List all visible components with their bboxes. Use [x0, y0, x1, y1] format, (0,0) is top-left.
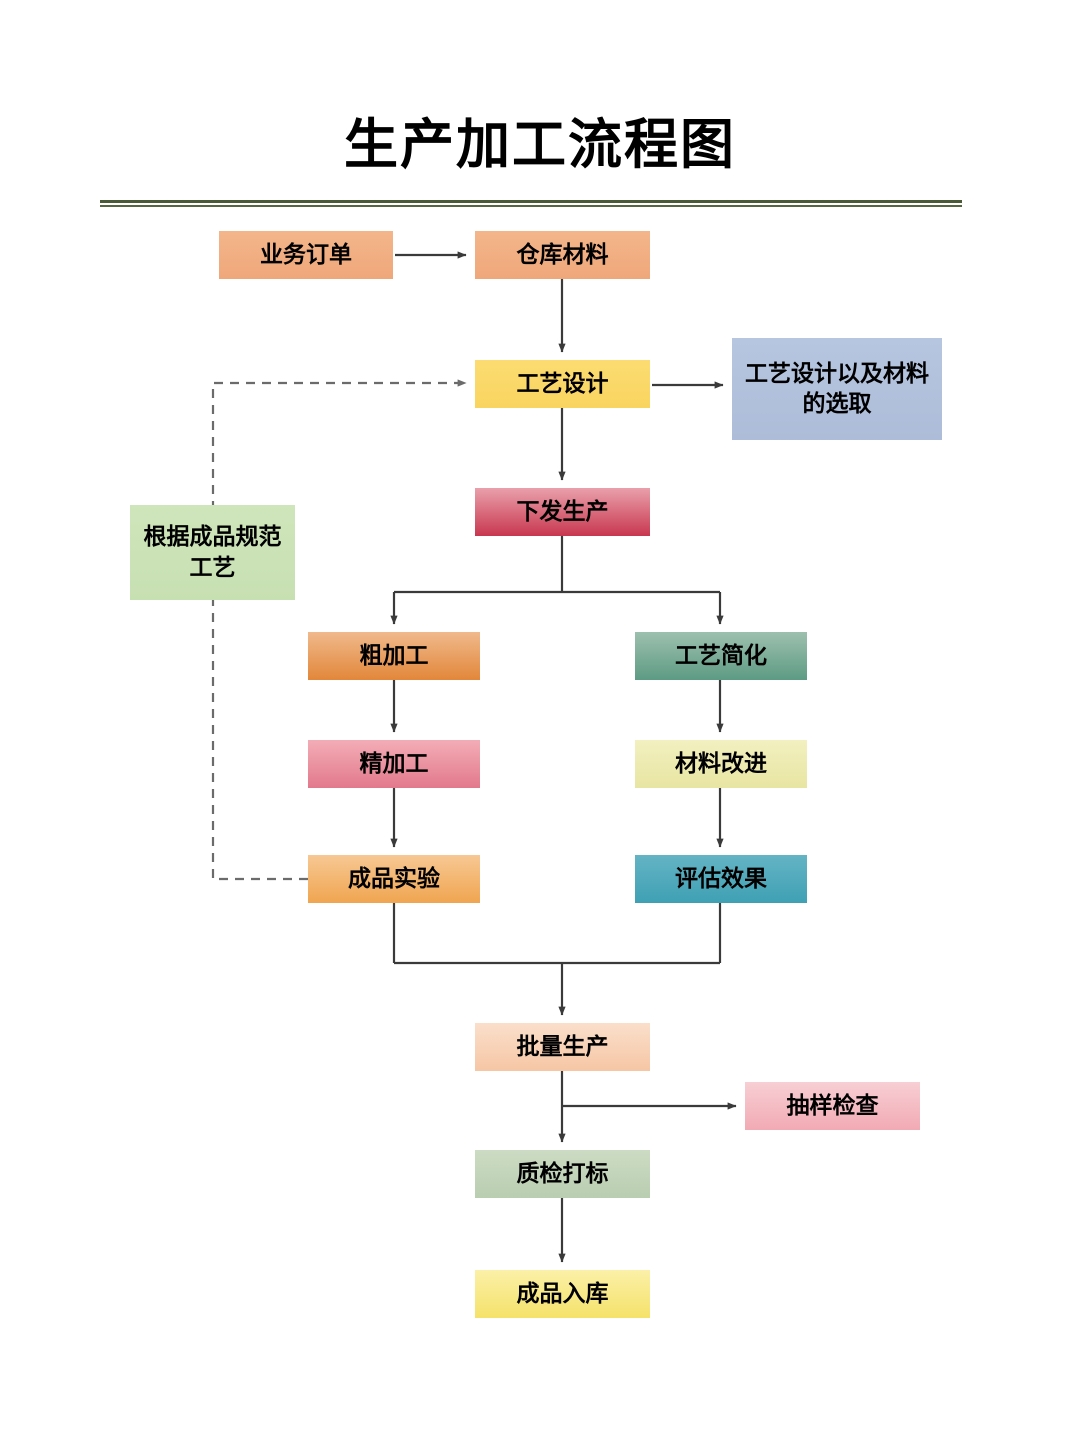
node-label: 精加工	[359, 750, 429, 776]
node-label: 仓库材料	[516, 241, 609, 267]
node-fine-machining[interactable]: 精加工	[308, 740, 480, 788]
node-label: 材料改进	[675, 750, 767, 776]
edge-feedback-test-to-design	[211, 379, 467, 881]
node-rough-machining[interactable]: 粗加工	[308, 632, 480, 680]
node-process-simplify[interactable]: 工艺简化	[635, 632, 807, 680]
node-process-design[interactable]: 工艺设计	[475, 360, 650, 408]
page-title: 生产加工流程图	[344, 115, 736, 175]
node-label: 下发生产	[516, 498, 609, 524]
node-label: 粗加工	[359, 642, 429, 668]
node-label: 工艺设计	[516, 370, 609, 396]
node-label: 评估效果	[675, 865, 767, 891]
node-warehouse-material[interactable]: 仓库材料	[475, 231, 650, 279]
node-sampling-check[interactable]: 抽样检查	[745, 1082, 920, 1130]
node-label: 工艺简化	[675, 642, 767, 668]
node-label: 成品入库	[516, 1280, 609, 1306]
node-design-material-note[interactable]: 工艺设计以及材料的选取	[732, 338, 942, 440]
node-evaluate-effect[interactable]: 评估效果	[635, 855, 807, 903]
node-product-test[interactable]: 成品实验	[308, 855, 480, 903]
node-issue-production[interactable]: 下发生产	[475, 488, 650, 536]
node-finished-goods-in[interactable]: 成品入库	[475, 1270, 650, 1318]
node-label: 批量生产	[516, 1033, 609, 1059]
node-label: 业务订单	[260, 241, 352, 267]
node-qc-marking[interactable]: 质检打标	[475, 1150, 650, 1198]
title-divider	[100, 200, 962, 207]
node-material-improve[interactable]: 材料改进	[635, 740, 807, 788]
node-label: 抽样检查	[786, 1092, 879, 1118]
divider-thin-line	[100, 205, 962, 207]
node-label: 工艺设计以及材料的选取	[745, 360, 929, 416]
node-spec-process-note[interactable]: 根据成品规范工艺	[130, 505, 295, 600]
node-label: 质检打标	[516, 1160, 609, 1186]
divider-thick-line	[100, 200, 962, 203]
node-mass-production[interactable]: 批量生产	[475, 1023, 650, 1071]
node-business-order[interactable]: 业务订单	[219, 231, 393, 279]
node-label: 成品实验	[348, 865, 440, 891]
node-label: 根据成品规范工艺	[143, 524, 282, 580]
